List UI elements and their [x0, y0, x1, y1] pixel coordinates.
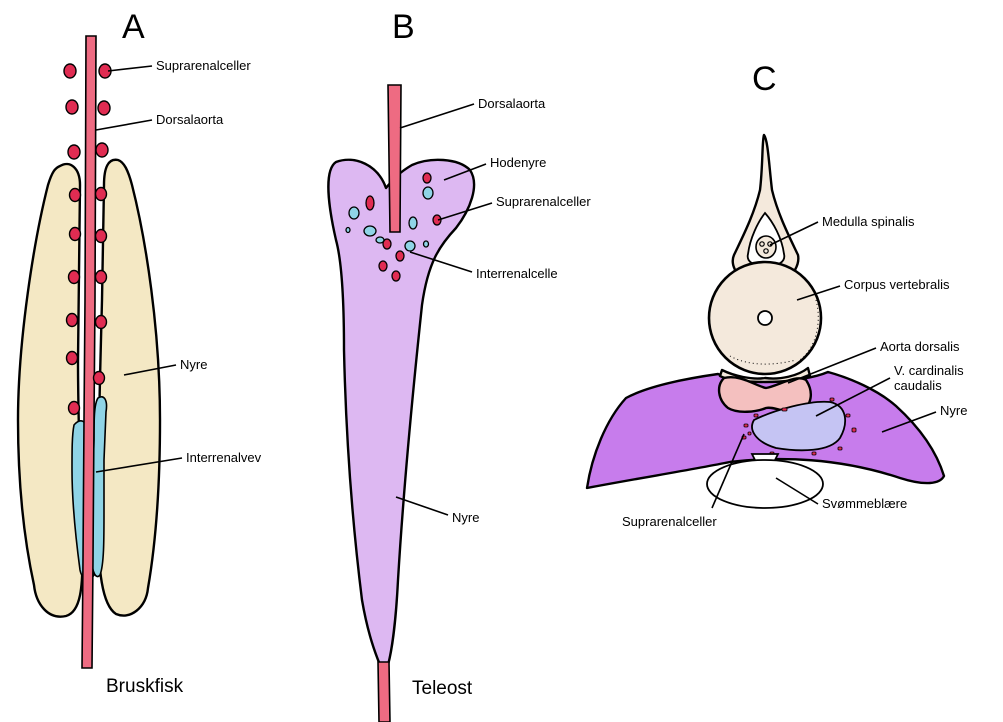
panel-a-caption: Bruskfisk: [106, 676, 184, 697]
suprarenal-cell: [96, 230, 107, 243]
panel-b-dorsal-aorta: [388, 85, 401, 232]
suprarenal-cell: [98, 101, 110, 115]
panel-b-dorsal-aorta-caudal: [378, 662, 390, 722]
panel-c-notochord: [758, 311, 772, 325]
panel-a-letter: A: [122, 8, 145, 46]
suprarenal-cell: [64, 64, 76, 78]
interrenal-cell: [423, 187, 433, 199]
suprarenal-cell: [379, 261, 387, 271]
label-a-interrenal: Interrenalvev: [186, 450, 262, 465]
panel-b-kidney: [328, 160, 474, 665]
suprarenal-cell: [70, 189, 81, 202]
suprarenal-cell: [392, 271, 400, 281]
suprarenal-cell: [423, 173, 431, 183]
label-a-aorta: Dorsalaorta: [156, 112, 224, 127]
label-b-suprarenal: Suprarenalceller: [496, 194, 591, 209]
leader-a-aorta: [96, 120, 152, 130]
suprarenal-cell: [96, 188, 107, 201]
suprarenal-cell: [754, 414, 758, 417]
suprarenal-cell: [782, 408, 787, 411]
label-b-head-kidney: Hodenyre: [490, 155, 546, 170]
suprarenal-cell: [67, 314, 78, 327]
leader-b-aorta: [400, 104, 474, 128]
label-c-swim-bladder: Svømmeblære: [822, 496, 907, 511]
label-b-aorta: Dorsalaorta: [478, 96, 546, 111]
interrenal-cell: [349, 207, 359, 219]
suprarenal-cell: [744, 424, 748, 427]
label-c-vertebral-body: Corpus vertebralis: [844, 277, 950, 292]
suprarenal-cell: [67, 352, 78, 365]
panel-c-spinal-cord: [756, 236, 776, 258]
suprarenal-cell: [96, 316, 107, 329]
suprarenal-cell: [69, 402, 80, 415]
suprarenal-cell: [396, 251, 404, 261]
suprarenal-cell: [96, 143, 108, 157]
suprarenal-cell: [812, 452, 816, 455]
label-c-kidney: Nyre: [940, 403, 967, 418]
panel-a: A Suprarenalceller Dors: [18, 8, 262, 697]
leader-a-suprarenal: [108, 66, 152, 71]
label-a-kidney: Nyre: [180, 357, 207, 372]
suprarenal-cell: [383, 239, 391, 249]
suprarenal-cell: [748, 432, 751, 435]
suprarenal-cell: [366, 196, 374, 210]
panel-b-caption: Teleost: [412, 678, 473, 699]
suprarenal-cell: [96, 271, 107, 284]
interrenal-cell: [364, 226, 376, 236]
suprarenal-cell: [846, 414, 850, 417]
suprarenal-cell: [66, 100, 78, 114]
label-c-aorta: Aorta dorsalis: [880, 339, 960, 354]
interrenal-cell: [424, 241, 429, 247]
label-c-cardinal-vein-2: caudalis: [894, 378, 942, 393]
panel-b-letter: B: [392, 8, 415, 46]
interrenal-cell: [405, 241, 415, 251]
panel-c: C: [587, 60, 967, 529]
label-b-kidney: Nyre: [452, 510, 479, 525]
suprarenal-cell: [852, 428, 856, 432]
suprarenal-cell: [70, 228, 81, 241]
spinal-cord-outline: [756, 236, 776, 258]
panel-c-swim-bladder: [707, 460, 823, 508]
panel-c-letter: C: [752, 60, 777, 98]
interrenal-cell: [346, 228, 350, 233]
label-c-spinal-cord: Medulla spinalis: [822, 214, 915, 229]
suprarenal-cell: [94, 372, 105, 385]
suprarenal-cell: [830, 398, 834, 401]
label-a-suprarenal: Suprarenalceller: [156, 58, 251, 73]
label-b-interrenal: Interrenalcelle: [476, 266, 558, 281]
interrenal-cell: [409, 217, 417, 229]
suprarenal-cell: [68, 145, 80, 159]
suprarenal-cell: [838, 447, 842, 450]
label-c-suprarenal: Suprarenalceller: [622, 514, 717, 529]
label-c-cardinal-vein-1: V. cardinalis: [894, 363, 964, 378]
panel-a-kidney-right: [98, 160, 160, 616]
panel-b: B Dorsalaorta Hodenyre Suprar: [328, 8, 591, 722]
suprarenal-cell: [69, 271, 80, 284]
